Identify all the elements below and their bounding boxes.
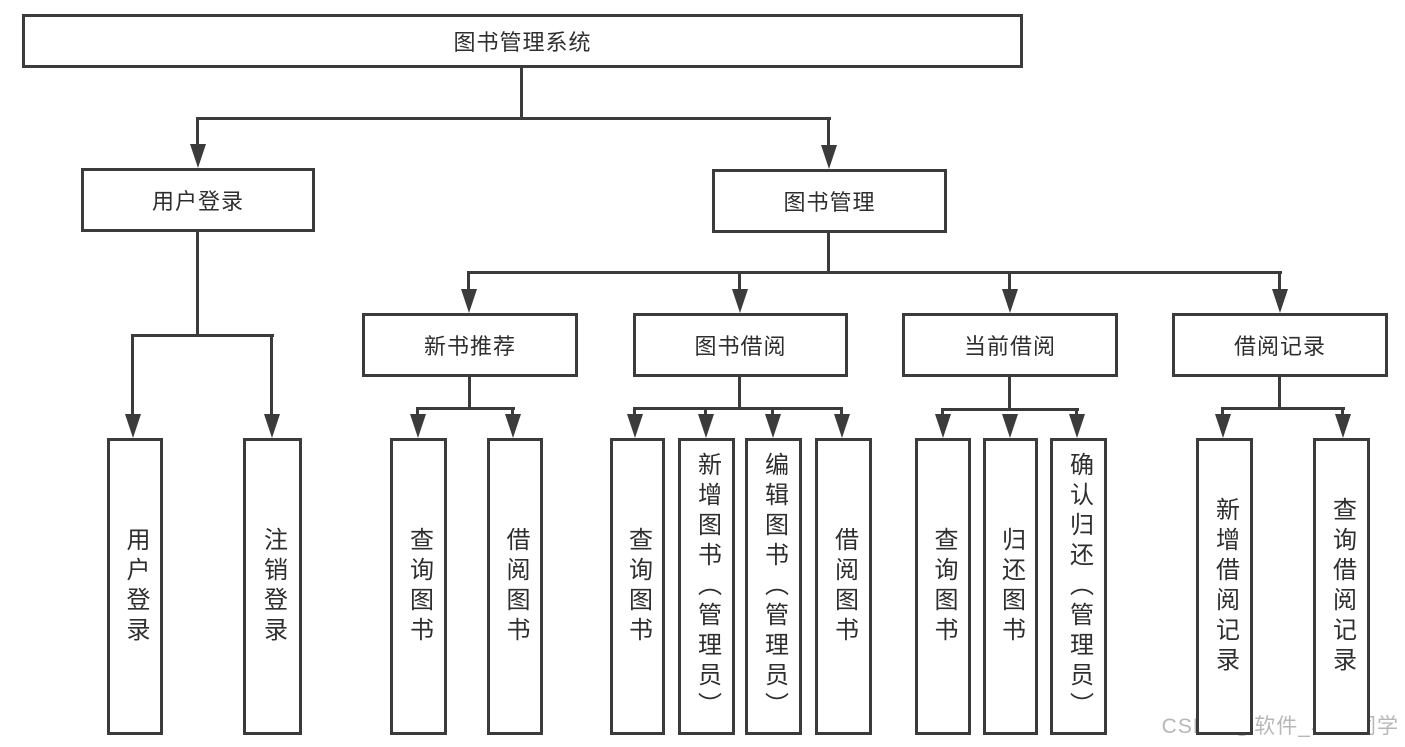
node-return-books: 归还图书: [983, 438, 1038, 735]
node-borrow-books-borrowing: 借阅图书: [815, 438, 872, 735]
node-label: 查询图书: [930, 526, 957, 647]
arrowhead-down-icon: [264, 414, 280, 438]
arrowhead-down-icon: [505, 414, 521, 438]
node-query-books-borrowing: 查询图书: [610, 438, 665, 735]
node-label: 图书管理系统: [453, 30, 592, 55]
connector-line: [131, 334, 134, 416]
connector-line: [941, 408, 1079, 411]
node-label: 借阅图书: [830, 526, 858, 647]
arrowhead-down-icon: [732, 289, 748, 313]
connector-line: [1008, 271, 1011, 293]
arrowhead-down-icon: [461, 289, 477, 313]
node-logout: 注销登录: [243, 438, 302, 735]
connector-line: [1341, 407, 1344, 419]
connector-line: [197, 117, 831, 120]
connector-line: [941, 408, 944, 419]
arrowhead-down-icon: [1002, 289, 1018, 313]
arrowhead-down-icon: [698, 414, 714, 438]
node-current-borrowing: 当前借阅: [902, 313, 1118, 377]
connector-line: [633, 407, 843, 410]
connector-line: [1278, 271, 1281, 293]
connector-line: [827, 117, 830, 148]
node-new-book-recommend: 新书推荐: [362, 313, 578, 377]
node-label: 图书借阅: [694, 334, 787, 359]
node-label: 新增借阅记录: [1211, 496, 1239, 677]
arrowhead-down-icon: [1215, 414, 1231, 438]
connector-line: [1221, 407, 1224, 419]
node-borrow-books-recommend: 借阅图书: [487, 438, 543, 735]
node-query-books-current: 查询图书: [915, 438, 971, 735]
node-confirm-return-admin: 确认归还（管理员）: [1050, 438, 1107, 735]
node-label: 用户登录: [122, 526, 149, 647]
node-query-books-recommend: 查询图书: [390, 438, 447, 735]
node-label: 当前借阅: [963, 334, 1056, 359]
connector-line: [771, 407, 774, 419]
node-query-borrow-record: 查询借阅记录: [1313, 438, 1370, 735]
arrowhead-down-icon: [627, 414, 643, 438]
connector-line: [1075, 408, 1078, 419]
connector-line: [1008, 377, 1011, 411]
connector-line: [511, 407, 514, 419]
arrowhead-down-icon: [125, 414, 141, 438]
connector-line: [840, 407, 843, 419]
node-label: 确认归还（管理员）: [1065, 451, 1093, 722]
node-label: 新书推荐: [423, 334, 516, 359]
node-label: 图书管理: [783, 190, 876, 215]
connector-line: [131, 334, 274, 337]
node-add-borrow-record: 新增借阅记录: [1196, 438, 1253, 735]
arrowhead-down-icon: [765, 414, 781, 438]
arrowhead-down-icon: [410, 414, 426, 438]
connector-line: [196, 232, 199, 336]
node-label: 借阅记录: [1233, 334, 1326, 359]
connector-line: [520, 68, 523, 119]
connector-line: [416, 407, 419, 419]
arrowhead-down-icon: [190, 144, 206, 168]
connector-line: [416, 407, 515, 410]
node-book-borrowing: 图书借阅: [633, 313, 848, 377]
node-edit-books-admin: 编辑图书（管理员）: [745, 438, 802, 735]
arrowhead-down-icon: [1272, 289, 1288, 313]
connector-line: [1221, 407, 1345, 410]
connector-line: [468, 377, 471, 410]
node-label: 编辑图书（管理员）: [760, 451, 788, 722]
node-label: 借阅图书: [502, 526, 529, 647]
node-label: 注销登录: [259, 526, 287, 647]
connector-line: [704, 407, 707, 419]
connector-line: [196, 117, 199, 147]
connector-line: [738, 271, 741, 293]
node-label: 用户登录: [151, 189, 244, 214]
node-user-login-leaf: 用户登录: [107, 438, 163, 735]
node-add-books-admin: 新增图书（管理员）: [678, 438, 735, 735]
connector-line: [738, 377, 741, 410]
node-book-management: 图书管理: [712, 169, 947, 233]
node-label: 查询借阅记录: [1328, 496, 1356, 677]
node-label: 查询图书: [624, 526, 652, 647]
connector-line: [633, 407, 636, 419]
connector-line: [467, 271, 1282, 274]
node-user-login: 用户登录: [81, 168, 315, 232]
arrowhead-down-icon: [821, 145, 837, 169]
node-label: 查询图书: [405, 526, 433, 647]
connector-line: [467, 271, 470, 293]
node-borrowing-records: 借阅记录: [1172, 313, 1388, 377]
node-label: 新增图书（管理员）: [693, 451, 721, 722]
node-root: 图书管理系统: [22, 14, 1023, 68]
arrowhead-down-icon: [1002, 414, 1018, 438]
arrowhead-down-icon: [1335, 414, 1351, 438]
connector-line: [827, 233, 830, 274]
arrowhead-down-icon: [1069, 414, 1085, 438]
connector-line: [1278, 377, 1281, 410]
node-label: 归还图书: [997, 526, 1025, 647]
arrowhead-down-icon: [834, 414, 850, 438]
arrowhead-down-icon: [935, 414, 951, 438]
connector-line: [270, 334, 273, 416]
